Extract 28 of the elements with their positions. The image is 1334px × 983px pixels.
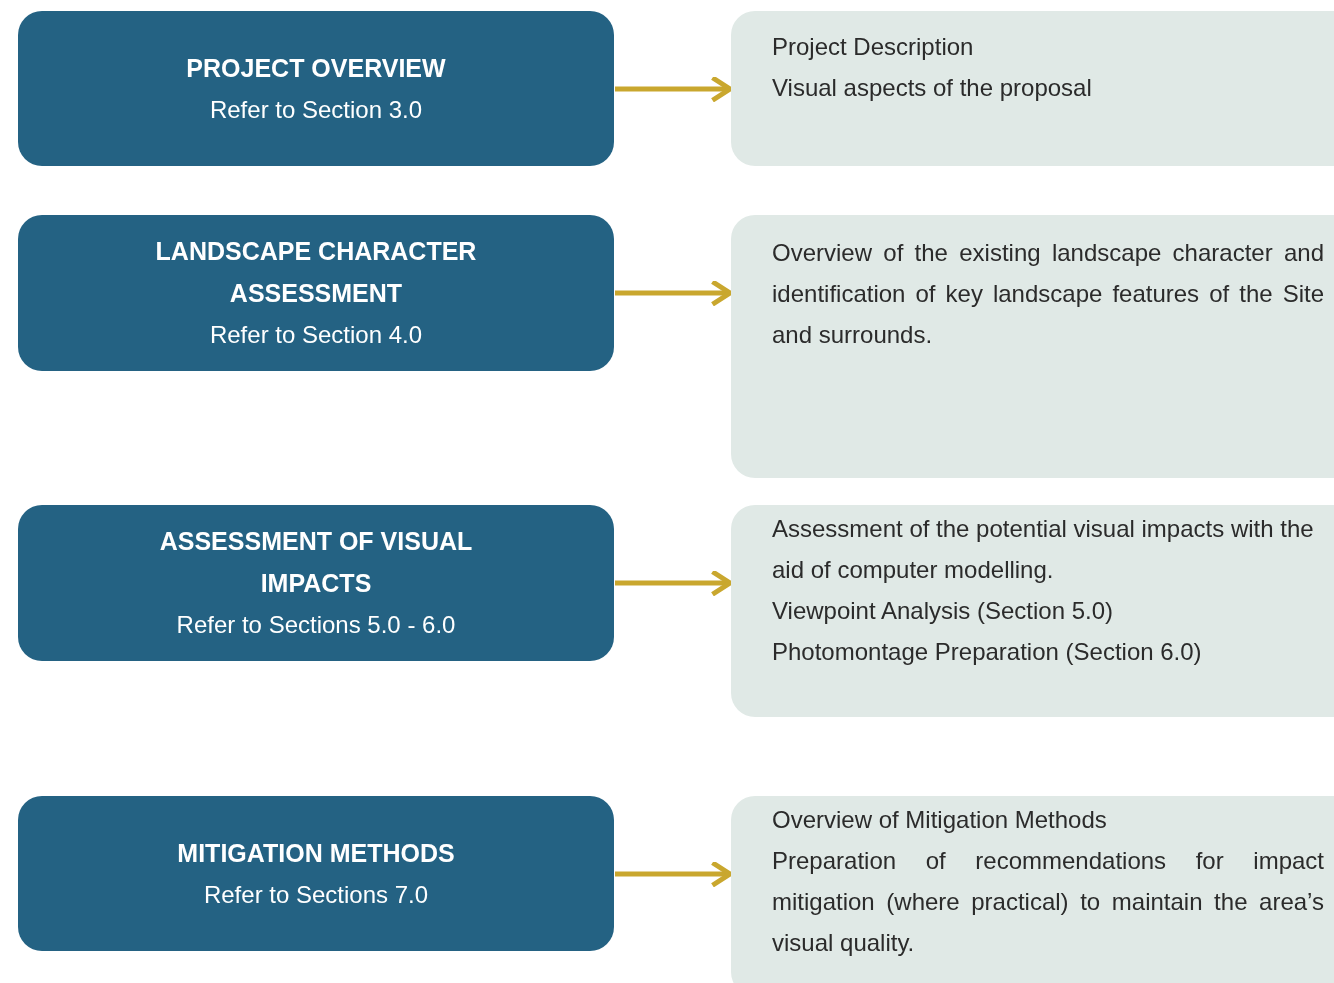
description-text: Overview of the existing landscape character and identification of key landscape features of the Site and surrounds. xyxy=(772,238,1324,350)
section-heading: MITIGATION METHODS xyxy=(177,837,455,869)
section-box xyxy=(18,796,614,951)
description-panel xyxy=(731,505,1334,717)
section-reference: Refer to Sections 7.0 xyxy=(203,879,429,910)
description-text: Viewpoint Analysis (Section 5.0) xyxy=(772,596,1115,626)
description-text: Visual aspects of the proposal xyxy=(772,73,1093,103)
section-box xyxy=(18,11,614,166)
description-panel xyxy=(731,11,1334,166)
section-reference: Refer to Sections 5.0 - 6.0 xyxy=(176,610,456,640)
section-heading: ASSESSMENT OF VISUAL IMPACTS xyxy=(158,526,474,599)
section-reference: Refer to Section 3.0 xyxy=(209,94,423,125)
description-text: Project Description xyxy=(772,32,975,62)
description-panel xyxy=(731,796,1334,983)
section-box xyxy=(18,215,614,371)
description-text: Photomontage Preparation (Section 6.0) xyxy=(772,637,1203,667)
description-text: Overview of Mitigation Methods xyxy=(772,805,1108,835)
section-reference: Refer to Section 4.0 xyxy=(209,320,423,350)
section-heading: PROJECT OVERVIEW xyxy=(186,52,446,84)
section-box xyxy=(18,505,614,661)
description-text: Assessment of the potential visual impacts with the aid of computer modelling. xyxy=(772,514,1315,585)
section-heading: LANDSCAPE CHARACTER ASSESSMENT xyxy=(154,236,478,309)
arrow xyxy=(615,279,733,307)
description-panel xyxy=(731,215,1334,478)
arrow xyxy=(615,569,733,597)
description-text: Preparation of recommendations for impact mitigation (where practical) to maintain the area’s visual quality. xyxy=(772,846,1324,958)
arrow xyxy=(615,860,733,888)
arrow xyxy=(615,75,733,103)
